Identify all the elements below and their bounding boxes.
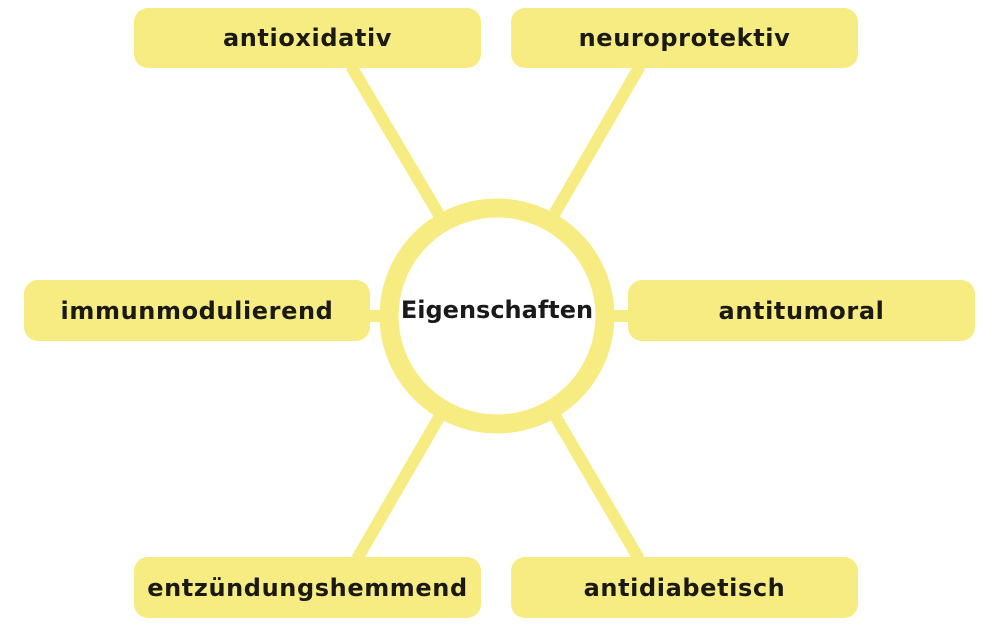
node-label: immunmodulierend	[60, 296, 334, 325]
connector-neuroprotektiv	[546, 62, 646, 222]
center-circle	[379, 198, 615, 434]
node-label: antioxidativ	[222, 24, 393, 52]
node-neuroprotektiv: neuroprotektiv	[511, 8, 858, 68]
node-label: neuroprotektiv	[578, 24, 791, 52]
node-antioxidativ: antioxidativ	[134, 8, 481, 68]
node-label: entzündungshemmend	[147, 573, 468, 602]
node-antitumoral: antitumoral	[628, 280, 975, 341]
center-label: Eigenschaften	[400, 296, 594, 324]
connector-antioxidativ	[345, 62, 447, 222]
node-entzuendungshemmend: entzündungshemmend	[134, 557, 481, 618]
node-antidiabetisch: antidiabetisch	[511, 557, 858, 618]
connector-entzuendungshemmend	[351, 410, 447, 563]
node-label: antidiabetisch	[583, 573, 786, 602]
node-immunmodulierend: immunmodulierend	[24, 280, 370, 341]
connector-antidiabetisch	[548, 410, 645, 563]
node-label: antitumoral	[718, 296, 885, 325]
